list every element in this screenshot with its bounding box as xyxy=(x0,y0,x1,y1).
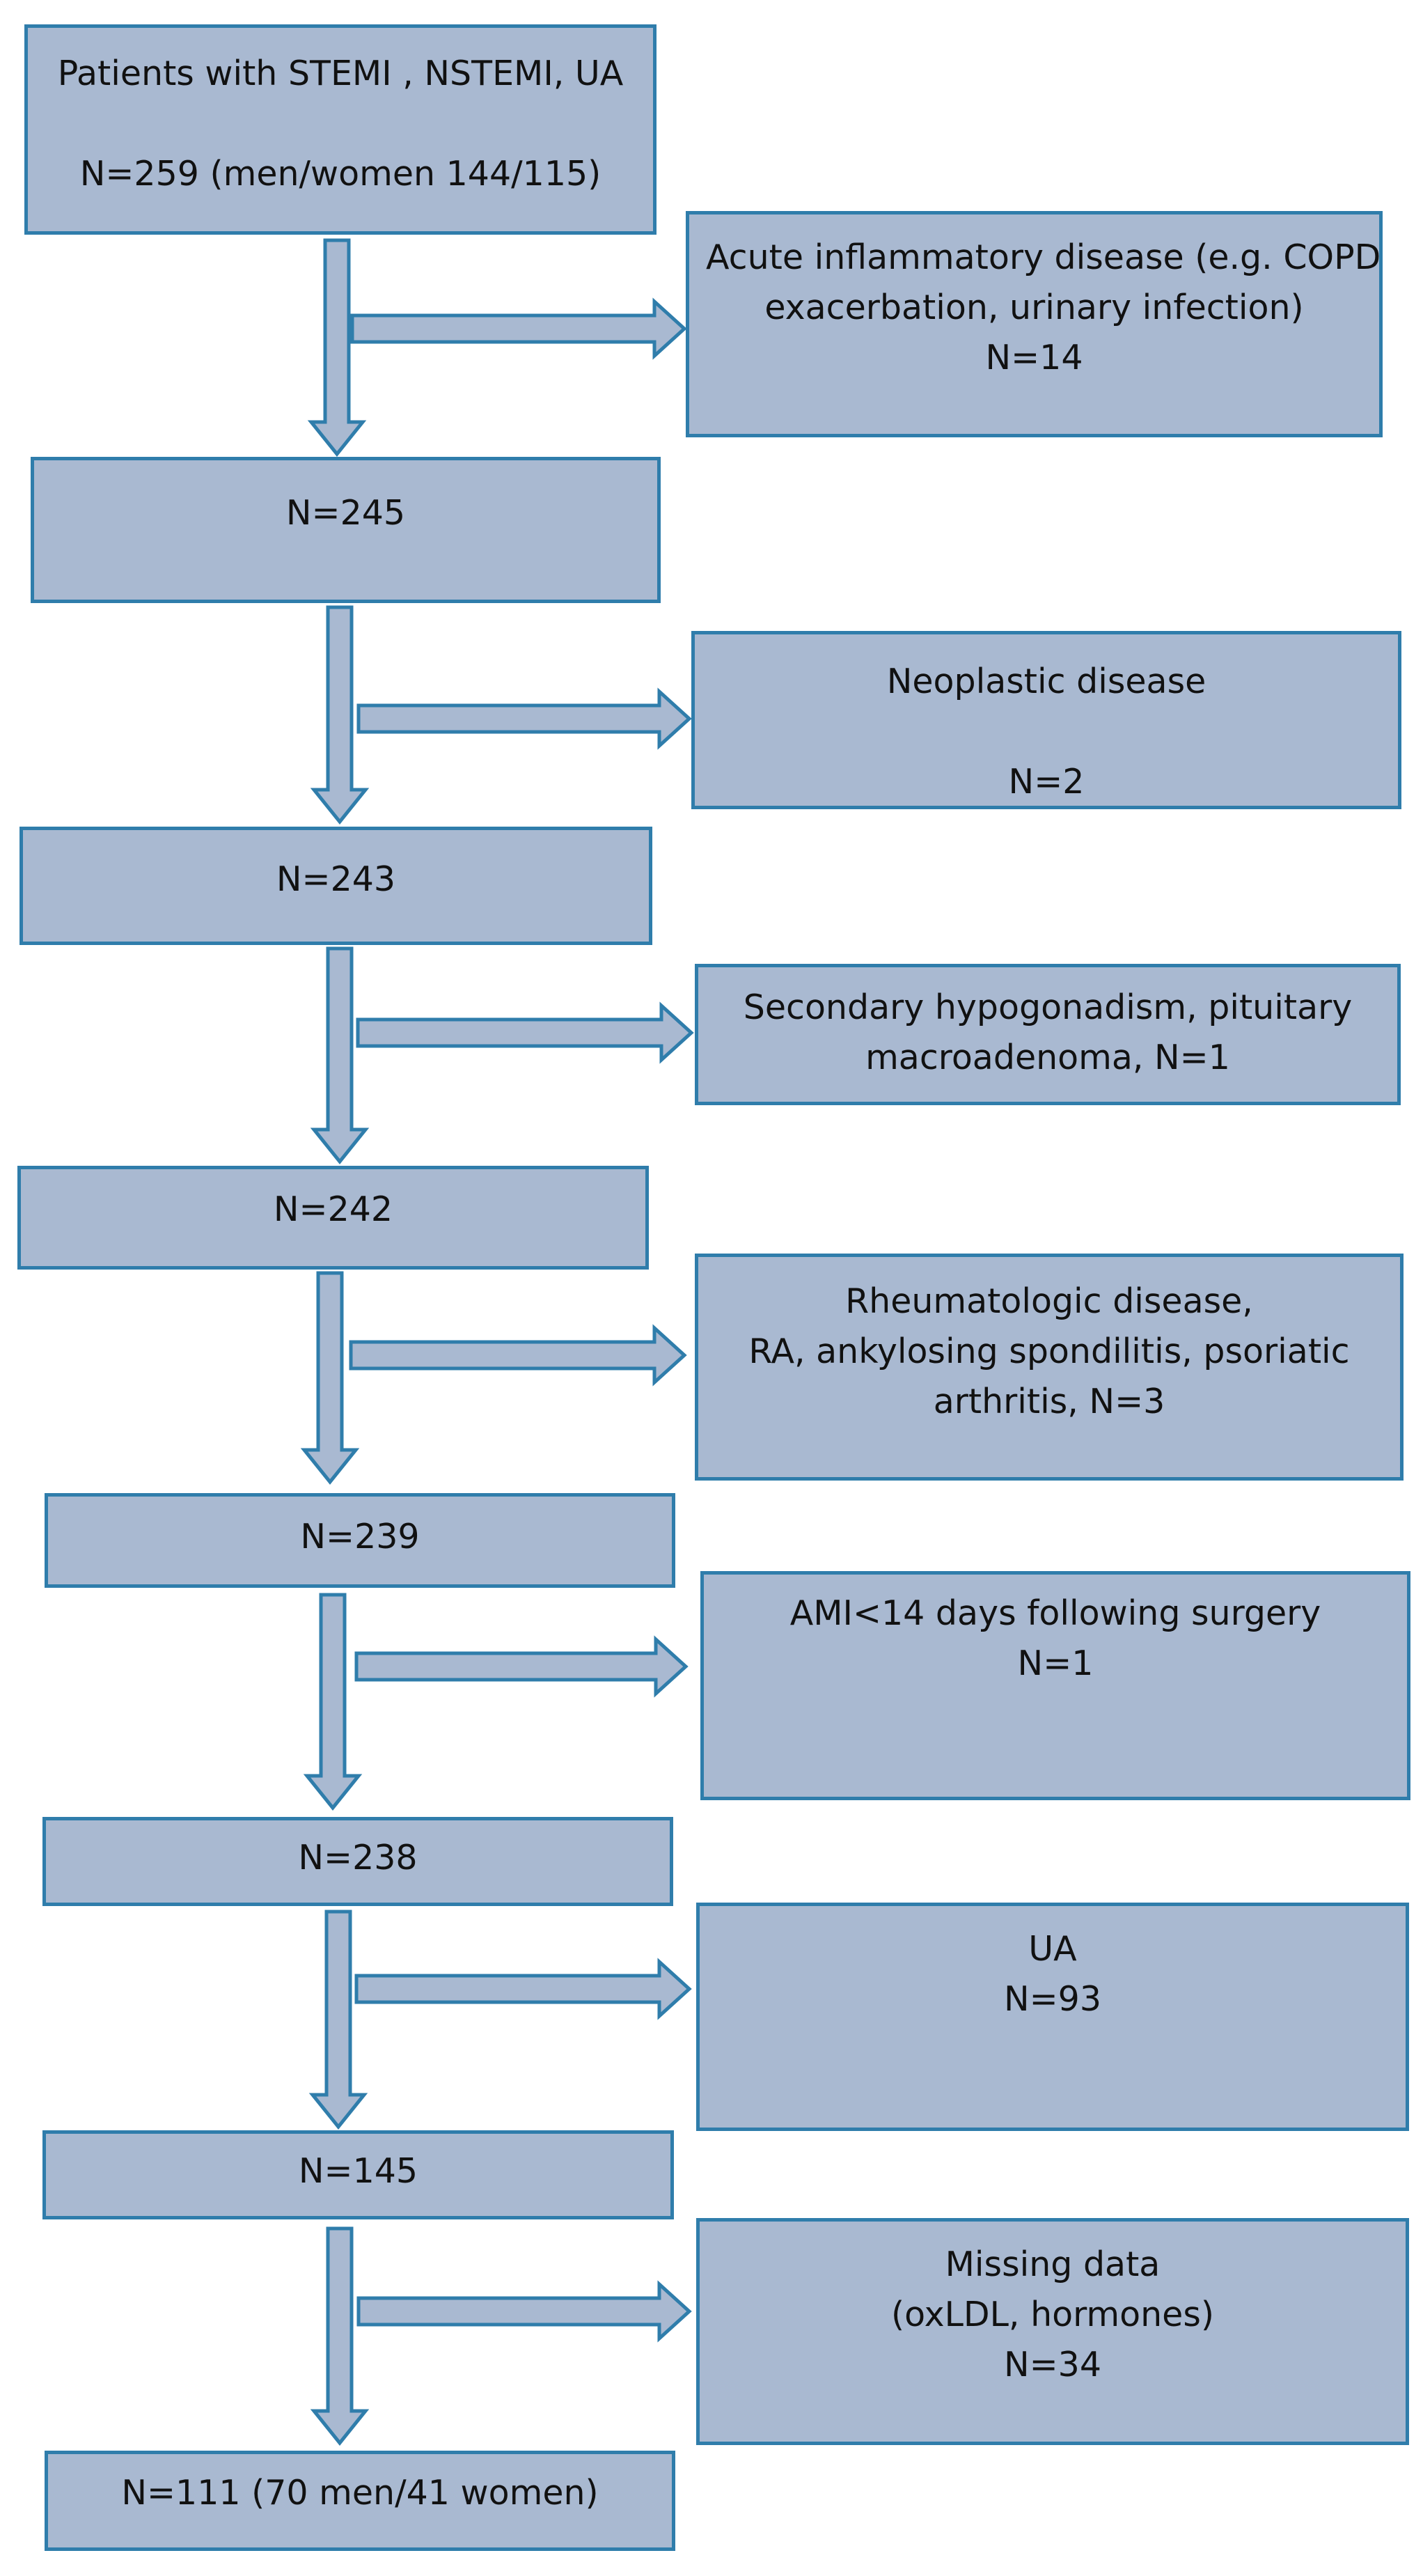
down-arrow-2 xyxy=(310,605,370,825)
down-arrow-3 xyxy=(310,946,370,1164)
exclusion-arrow-3 xyxy=(356,1001,694,1064)
main-box-4-line-1: N=242 xyxy=(273,1189,393,1229)
exclusion-2-line-1: Neoplastic disease xyxy=(886,662,1206,701)
exclusion-5-line-1: AMI<14 days following surgery xyxy=(789,1593,1321,1633)
down-arrow-6 xyxy=(308,1910,368,2130)
main-box-5: N=239 xyxy=(45,1493,675,1588)
exclusion-1-line-3: N=14 xyxy=(985,338,1083,377)
exclusion-arrow-1 xyxy=(350,297,687,360)
main-box-6: N=238 xyxy=(42,1817,673,1906)
exclusion-box-ua: UA N=93 xyxy=(696,1903,1409,2131)
main-box-final: N=111 (70 men/41 women) xyxy=(45,2451,675,2551)
main-box-2-line-1: N=245 xyxy=(285,493,406,533)
exclusion-arrow-6 xyxy=(354,1958,692,2020)
exclusion-7-line-2: (oxLDL, hormones) xyxy=(891,2295,1214,2334)
main-box-3-line-1: N=243 xyxy=(276,859,396,899)
exclusion-3-line-2: macroadenoma, N=1 xyxy=(865,1038,1230,1077)
down-arrow-1 xyxy=(307,238,367,457)
down-arrow-7 xyxy=(310,2226,370,2446)
exclusion-7-line-1: Missing data xyxy=(945,2245,1161,2284)
exclusion-box-neoplastic: Neoplastic disease N=2 xyxy=(691,631,1401,809)
main-box-5-line-1: N=239 xyxy=(300,1517,420,1556)
exclusion-box-ami-surgery: AMI<14 days following surgery N=1 xyxy=(700,1571,1410,1800)
exclusion-6-line-2: N=93 xyxy=(1003,1979,1102,2019)
main-box-1-line-2 xyxy=(45,99,636,149)
main-box-3: N=243 xyxy=(19,827,652,945)
exclusion-2-line-3: N=2 xyxy=(1008,762,1085,802)
exclusion-box-rheumatologic: Rheumatologic disease, RA, ankylosing sp… xyxy=(695,1254,1404,1481)
main-box-7-line-1: N=145 xyxy=(298,2151,418,2191)
exclusion-4-line-3: arthritis, N=3 xyxy=(933,1382,1165,1421)
exclusion-box-hypogonadism: Secondary hypogonadism, pituitary macroa… xyxy=(695,964,1401,1105)
exclusion-2-line-2 xyxy=(712,707,1381,757)
exclusion-arrow-2 xyxy=(356,687,692,750)
main-box-7: N=145 xyxy=(42,2130,674,2219)
main-box-6-line-1: N=238 xyxy=(298,1838,418,1878)
main-box-final-line-1: N=111 (70 men/41 women) xyxy=(121,2473,599,2513)
exclusion-1-line-1: Acute inflammatory disease (e.g. COPD xyxy=(706,237,1381,277)
exclusion-7-line-3: N=34 xyxy=(1003,2345,1102,2384)
exclusion-arrow-5 xyxy=(354,1635,689,1698)
main-box-1-line-3: N=259 (men/women 144/115) xyxy=(79,154,602,194)
main-box-1-line-1: Patients with STEMI , NSTEMI, UA xyxy=(57,54,624,93)
exclusion-6-line-1: UA xyxy=(1028,1929,1077,1969)
exclusion-4-line-2: RA, ankylosing spondilitis, psoriatic xyxy=(748,1332,1350,1371)
exclusion-4-line-1: Rheumatologic disease, xyxy=(845,1281,1253,1321)
main-box-4: N=242 xyxy=(17,1166,649,1270)
down-arrow-4 xyxy=(300,1271,360,1485)
exclusion-arrow-7 xyxy=(356,2280,692,2343)
exclusion-1-line-2: exacerbation, urinary infection) xyxy=(764,288,1304,327)
exclusion-box-acute-inflammatory: Acute inflammatory disease (e.g. COPD ex… xyxy=(686,211,1383,437)
exclusion-arrow-4 xyxy=(349,1324,687,1387)
exclusion-3-line-1: Secondary hypogonadism, pituitary xyxy=(743,988,1353,1027)
main-box-1: Patients with STEMI , NSTEMI, UA N=259 (… xyxy=(24,24,657,235)
exclusion-5-line-2: N=1 xyxy=(1017,1644,1094,1683)
down-arrow-5 xyxy=(303,1593,363,1811)
main-box-2: N=245 xyxy=(31,457,661,603)
exclusion-box-missing-data: Missing data (oxLDL, hormones) N=34 xyxy=(696,2218,1409,2445)
